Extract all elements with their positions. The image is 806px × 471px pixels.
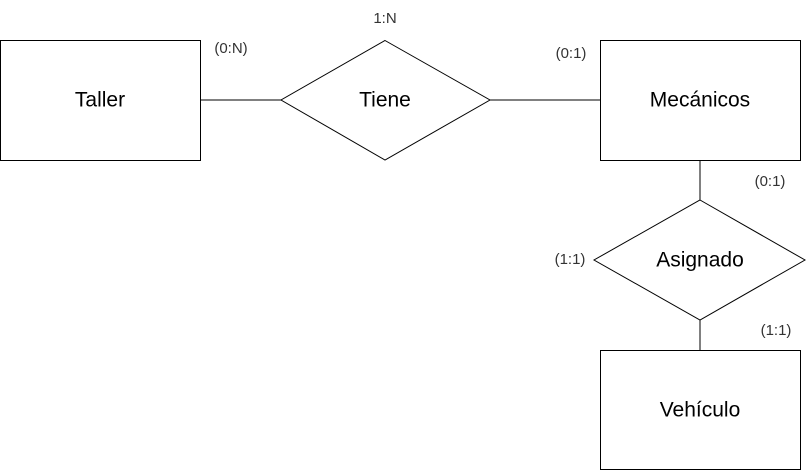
cardinality-tiene-type: 1:N [373, 10, 396, 27]
entity-mecanicos[interactable]: Mecánicos [600, 40, 801, 161]
relationship-asignado[interactable]: Asignado [592, 199, 806, 321]
cardinality-mecanicos-tiene: (0:1) [556, 45, 587, 62]
relationship-tiene-label: Tiene [359, 89, 411, 112]
relationship-asignado-label: Asignado [656, 249, 744, 272]
relationship-tiene[interactable]: Tiene [279, 39, 492, 161]
cardinality-mecanicos-asignado: (0:1) [755, 173, 786, 190]
entity-mecanicos-label: Mecánicos [650, 89, 750, 112]
cardinality-vehiculo-asignado: (1:1) [761, 322, 792, 339]
entity-vehiculo-label: Vehículo [660, 399, 741, 422]
entity-vehiculo[interactable]: Vehículo [600, 350, 801, 470]
entity-taller-label: Taller [75, 89, 125, 112]
entity-taller[interactable]: Taller [0, 40, 201, 161]
cardinality-asignado-left: (1:1) [555, 251, 586, 268]
cardinality-taller-tiene: (0:N) [214, 40, 247, 57]
